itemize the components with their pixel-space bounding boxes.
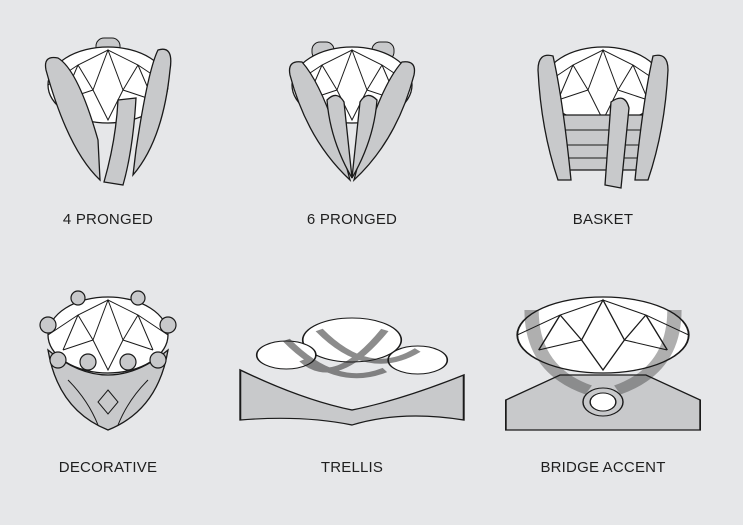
setting-label: DECORATIVE bbox=[58, 459, 158, 476]
six-prong-setting-illustration bbox=[288, 41, 416, 182]
trellis-setting-illustration bbox=[239, 317, 465, 426]
setting-label: 4 PRONGED bbox=[62, 211, 154, 228]
basket-setting-illustration bbox=[537, 46, 669, 189]
setting-label: BRIDGE ACCENT bbox=[540, 459, 666, 476]
setting-decorative: DECORATIVE bbox=[0, 250, 228, 500]
setting-bridge-accent: BRIDGE ACCENT bbox=[483, 250, 723, 500]
four-prong-setting-illustration bbox=[44, 37, 172, 186]
decorative-setting-illustration bbox=[39, 290, 177, 431]
setting-label: 6 PRONGED bbox=[306, 211, 398, 228]
setting-6-pronged: 6 PRONGED bbox=[232, 0, 472, 250]
setting-trellis: TRELLIS bbox=[232, 250, 472, 500]
setting-basket: BASKET bbox=[483, 0, 723, 250]
setting-4-pronged: 4 PRONGED bbox=[0, 0, 228, 250]
setting-label: BASKET bbox=[572, 211, 634, 228]
setting-label: TRELLIS bbox=[320, 459, 384, 476]
bridge-accent-setting-illustration bbox=[505, 296, 701, 431]
